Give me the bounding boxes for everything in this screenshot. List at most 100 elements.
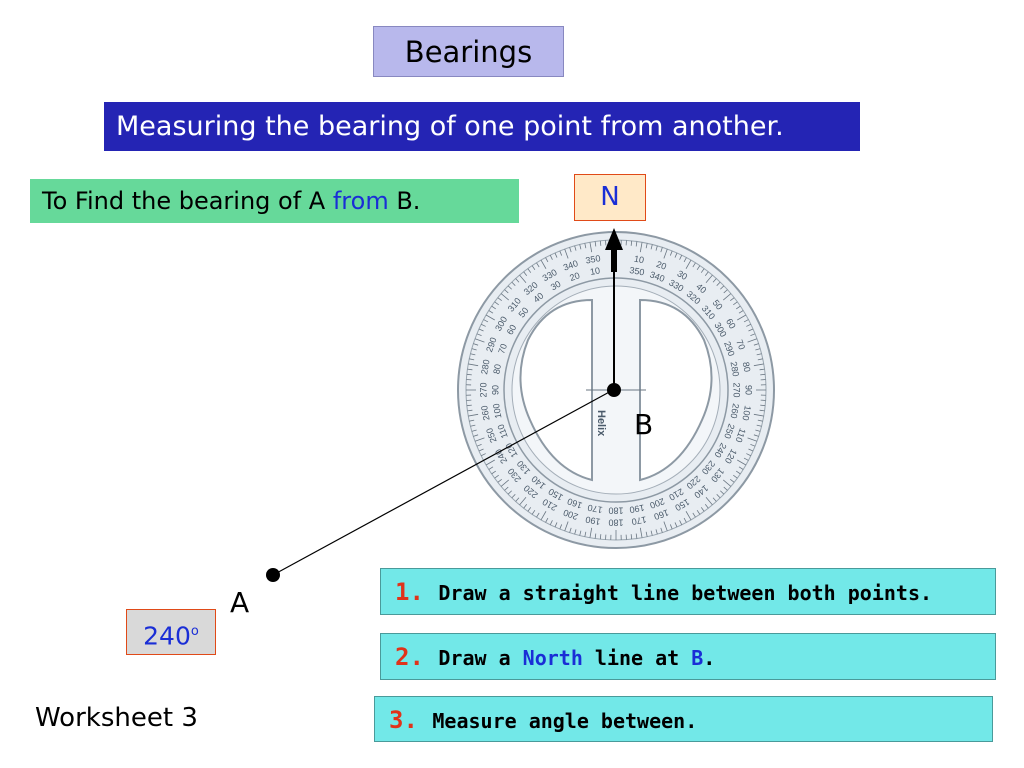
protractor-tick <box>753 413 764 417</box>
protractor-tick <box>466 404 472 407</box>
protractor-tick <box>500 479 510 487</box>
protractor-scale-label: 350 <box>629 265 646 277</box>
protractor-scale-label: 80 <box>491 363 503 375</box>
step-text: North <box>522 646 583 670</box>
protractor-scale-label: 280 <box>729 361 741 378</box>
protractor-tick <box>594 533 597 539</box>
protractor-scale-label: 100 <box>491 403 503 420</box>
protractor-tick <box>540 511 547 521</box>
protractor-scale-label: 30 <box>549 279 563 293</box>
protractor-tick <box>584 531 587 537</box>
protractor-tick <box>468 363 479 367</box>
protractor-tick <box>511 281 516 286</box>
protractor-tick <box>540 259 547 269</box>
point-b <box>607 383 621 397</box>
protractor-tick <box>645 243 648 249</box>
protractor-tick <box>645 531 648 537</box>
protractor-tick <box>469 358 475 361</box>
protractor-tick <box>683 517 687 523</box>
protractor-tick <box>756 353 762 356</box>
protractor-tick <box>738 466 744 470</box>
protractor-tick <box>679 520 683 525</box>
protractor-scale-label: 10 <box>589 265 601 277</box>
protractor-tick <box>730 478 735 483</box>
protractor-tick <box>630 240 633 246</box>
protractor-tick <box>663 521 668 532</box>
protractor-tick <box>712 497 717 502</box>
step-number: 2. <box>395 643 439 671</box>
protractor-tick <box>519 274 527 284</box>
protractor-tick <box>756 424 762 427</box>
protractor-tick <box>471 429 477 432</box>
protractor-tick <box>549 520 553 525</box>
protractor-tick <box>655 245 658 251</box>
protractor-tick <box>470 353 476 356</box>
protractor-tick <box>704 504 709 509</box>
protractor-tick <box>746 323 751 327</box>
protractor-tick <box>700 268 705 273</box>
protractor-tick <box>674 252 678 258</box>
protractor-scale-label: 110 <box>495 423 509 440</box>
protractor-tick <box>599 240 602 246</box>
answer-value: 240 <box>143 621 191 651</box>
protractor-tick <box>579 244 582 250</box>
protractor-scale-label: 70 <box>496 342 509 355</box>
protractor-tick <box>599 534 602 540</box>
answer-box: 240o <box>126 609 216 655</box>
protractor-tick <box>473 343 479 346</box>
protractor-tick <box>655 529 658 535</box>
protractor-tick <box>748 328 754 332</box>
step-text: B <box>691 646 704 670</box>
page-title: Bearings <box>373 26 564 77</box>
protractor-tick <box>467 409 473 412</box>
protractor-tick <box>737 314 747 321</box>
protractor-scale-label: 20 <box>568 270 581 283</box>
protractor-tick <box>478 448 484 452</box>
point-a-label: A <box>230 586 250 619</box>
protractor-tick <box>716 494 721 499</box>
protractor-tick <box>559 250 563 256</box>
protractor-tick <box>753 363 764 367</box>
protractor-tick <box>536 262 540 268</box>
protractor-tick <box>527 507 532 512</box>
protractor-window-left <box>519 298 593 482</box>
protractor-tick <box>692 512 696 518</box>
protractor-tick <box>679 255 683 260</box>
protractor-tick <box>660 247 663 253</box>
protractor-tick <box>468 413 479 417</box>
step-3: 3. Measure angle between. <box>374 696 993 742</box>
protractor-tick <box>594 241 597 247</box>
protractor-tick <box>705 274 713 284</box>
protractor-tick <box>519 496 527 506</box>
protractor-scale-label: 80 <box>741 361 753 373</box>
protractor-tick <box>743 457 749 461</box>
protractor-tick <box>735 470 741 475</box>
protractor-tick <box>738 310 744 314</box>
protractor-tick <box>747 437 758 442</box>
protractor-tick <box>685 259 692 269</box>
protractor-tick <box>554 252 558 258</box>
protractor-tick <box>720 285 725 290</box>
protractor-scale-label: 30 <box>675 268 689 282</box>
protractor-tick <box>507 490 512 495</box>
protractor-scale-label: 200 <box>648 496 666 511</box>
protractor-tick <box>564 521 569 532</box>
step-number: 3. <box>389 706 433 734</box>
protractor-tick <box>579 530 582 536</box>
protractor-tick <box>488 466 494 470</box>
protractor-tick <box>757 419 763 422</box>
protractor-tick <box>722 293 732 301</box>
protractor-tick <box>474 437 485 442</box>
protractor-tick <box>755 429 761 432</box>
protractor-tick <box>760 373 766 376</box>
protractor-scale-label: 40 <box>694 281 708 295</box>
protractor-tick <box>759 368 765 371</box>
protractor-tick <box>716 281 721 286</box>
protractor-tick <box>700 507 705 512</box>
protractor-tick <box>635 533 638 539</box>
protractor-tick <box>467 368 473 371</box>
protractor-tick <box>737 459 747 466</box>
protractor-tick <box>523 271 528 276</box>
protractor-scale-label: 60 <box>724 317 738 331</box>
